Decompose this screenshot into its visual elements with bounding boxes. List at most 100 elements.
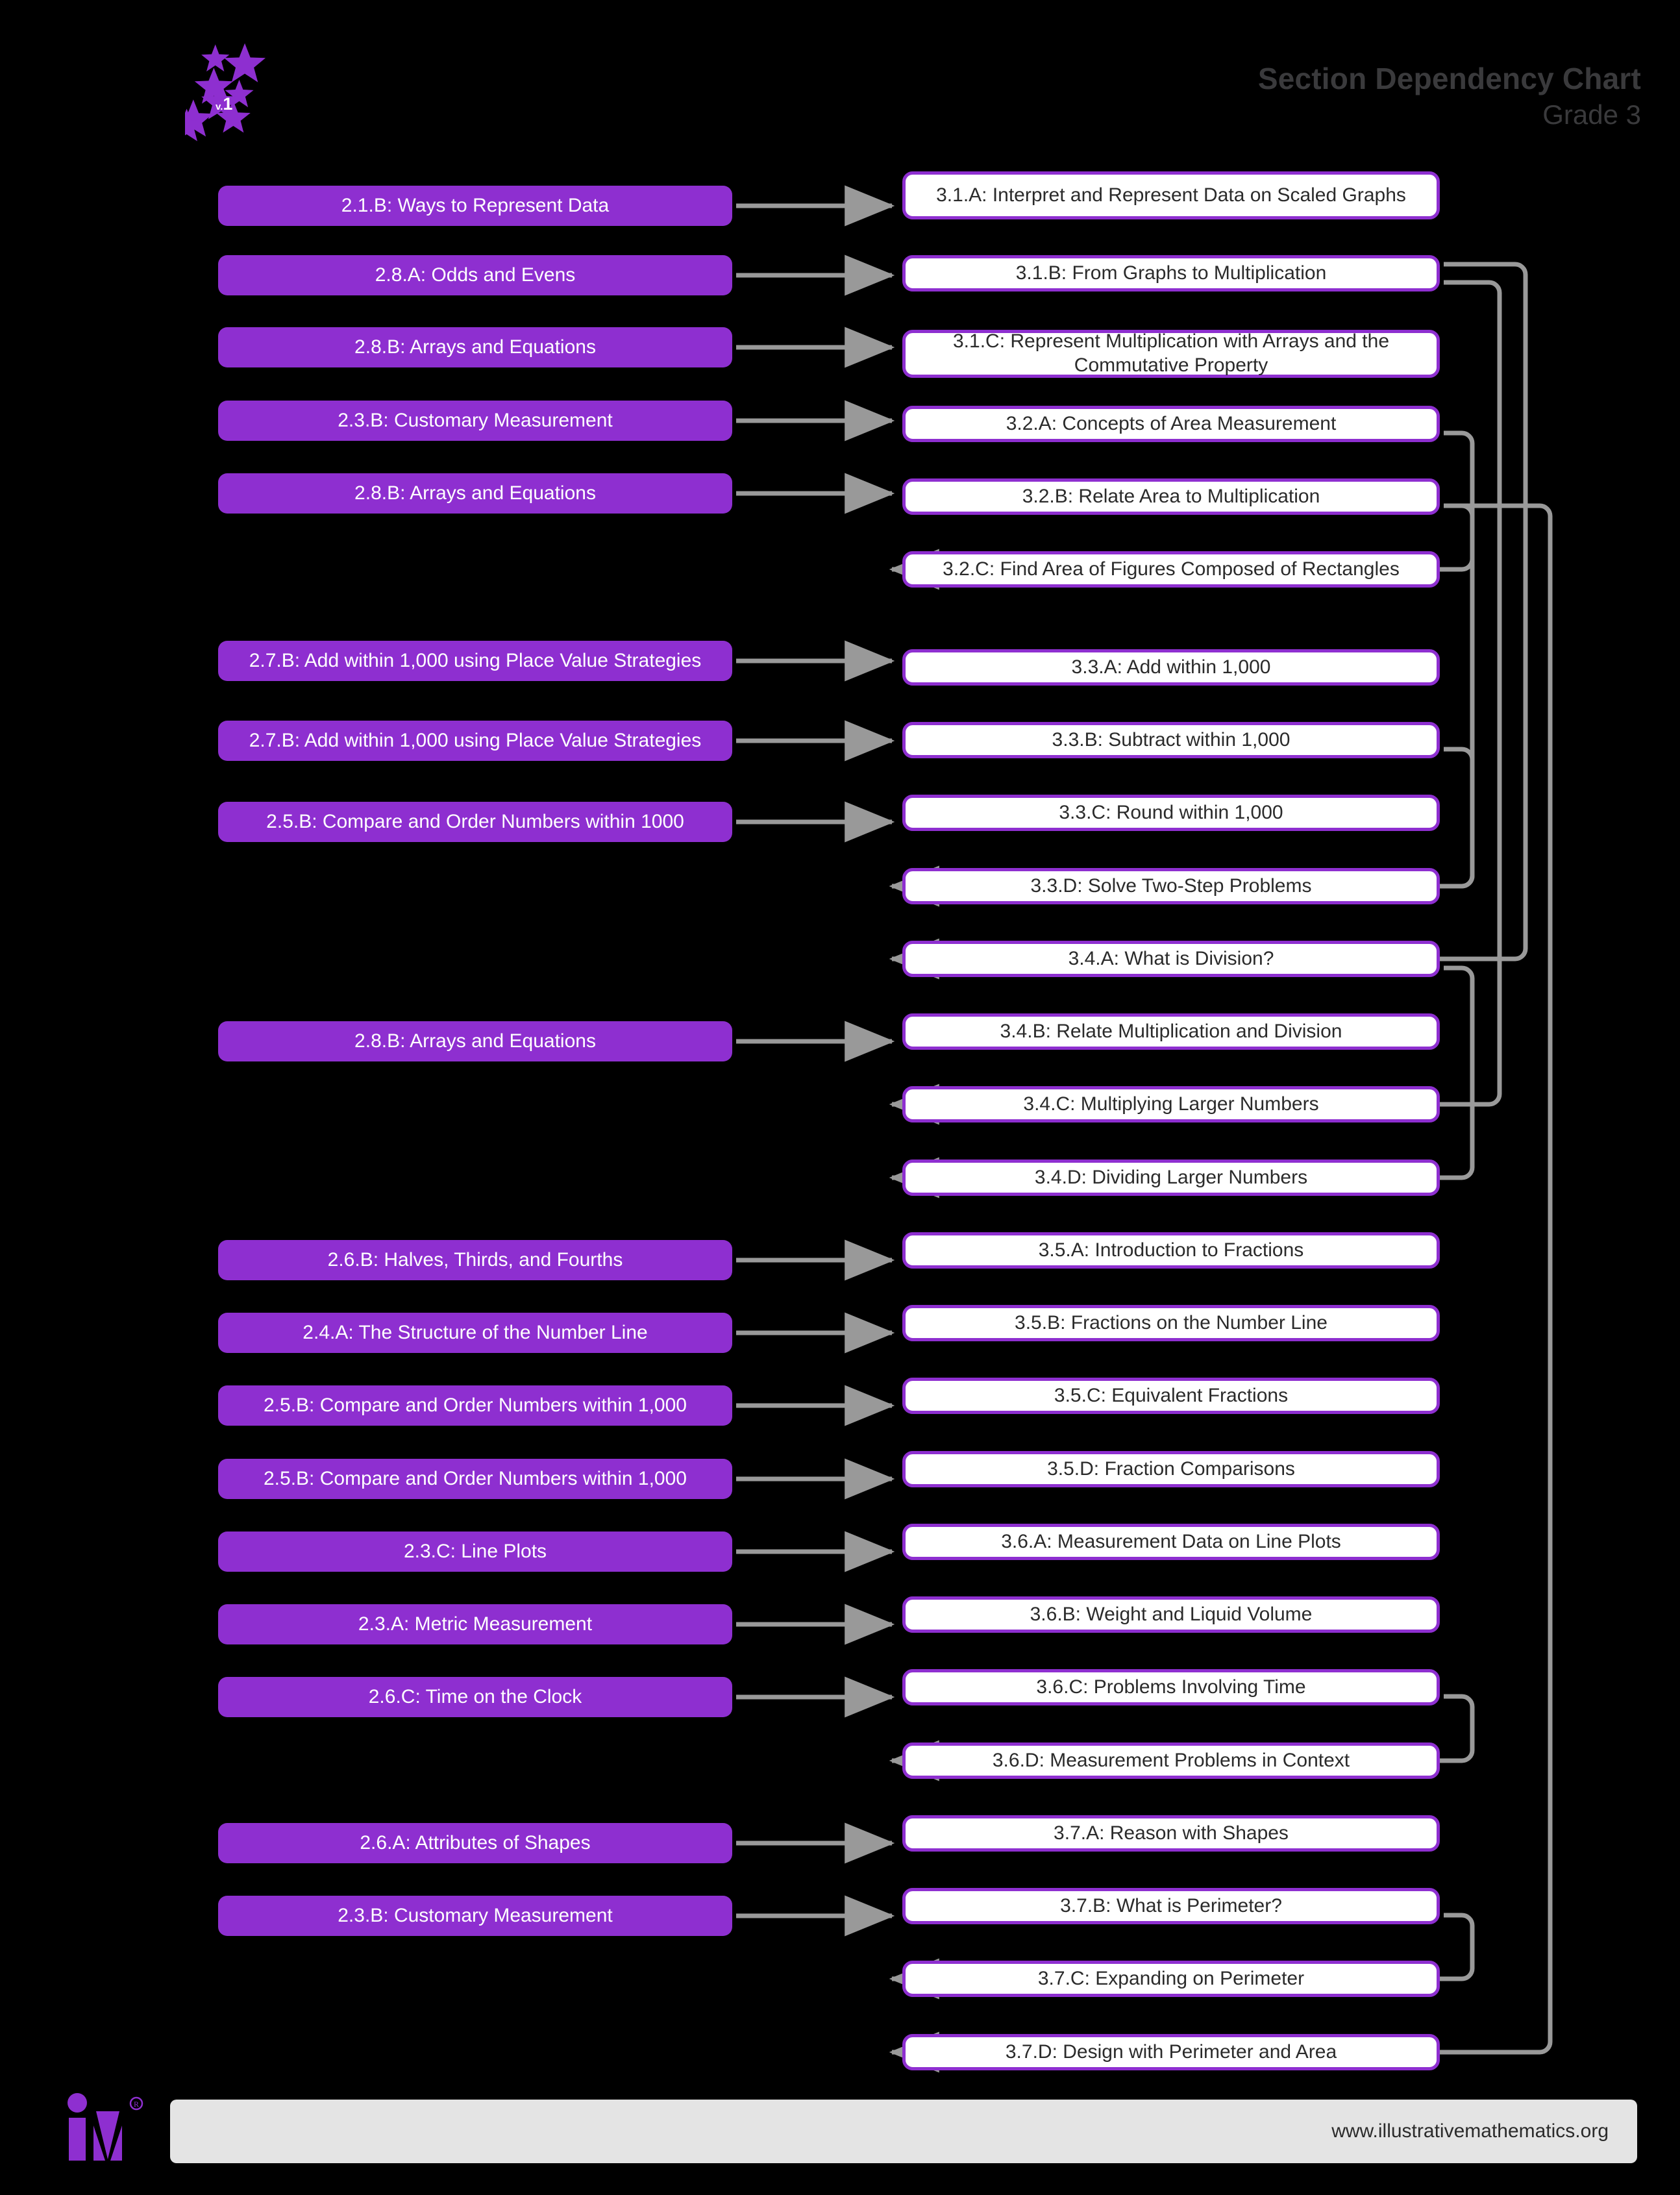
node-label: 2.5.B: Compare and Order Numbers within … <box>264 1394 687 1416</box>
website-url: www.illustrativemathematics.org <box>1331 2120 1609 2142</box>
target-node[interactable]: 3.3.A: Add within 1,000 <box>902 649 1440 686</box>
target-node[interactable]: 3.4.A: What is Division? <box>902 941 1440 977</box>
node-label: 2.3.A: Metric Measurement <box>358 1613 593 1635</box>
node-label: 2.6.C: Time on the Clock <box>368 1685 582 1707</box>
page-title: Section Dependency Chart <box>1257 62 1641 95</box>
node-label: 2.3.C: Line Plots <box>403 1540 547 1562</box>
target-node[interactable]: 3.3.B: Subtract within 1,000 <box>902 722 1440 758</box>
node-label: 3.3.B: Subtract within 1,000 <box>1052 728 1291 750</box>
node-label: 3.4.B: Relate Multiplication and Divisio… <box>1000 1020 1342 1042</box>
node-label: 3.7.B: What is Perimeter? <box>1060 1894 1282 1916</box>
target-node[interactable]: 3.7.D: Design with Perimeter and Area <box>902 2034 1440 2070</box>
prerequisite-node[interactable]: 2.6.A: Attributes of Shapes <box>218 1823 732 1863</box>
node-label: 2.1.B: Ways to Represent Data <box>341 194 610 216</box>
target-node[interactable]: 3.1.A: Interpret and Represent Data on S… <box>902 171 1440 219</box>
node-label: 3.3.D: Solve Two-Step Problems <box>1030 874 1312 897</box>
target-node[interactable]: 3.3.C: Round within 1,000 <box>902 795 1440 831</box>
prerequisite-node[interactable]: 2.7.B: Add within 1,000 using Place Valu… <box>218 641 732 681</box>
prerequisite-node[interactable]: 2.7.B: Add within 1,000 using Place Valu… <box>218 721 732 761</box>
prerequisite-node[interactable]: 2.6.C: Time on the Clock <box>218 1677 732 1717</box>
node-label: 3.5.C: Equivalent Fractions <box>1054 1384 1289 1406</box>
target-node[interactable]: 3.2.B: Relate Area to Multiplication <box>902 478 1440 515</box>
prerequisite-node[interactable]: 2.3.C: Line Plots <box>218 1532 732 1572</box>
star-cluster-logo: v.1 <box>185 39 315 156</box>
node-label: 3.5.A: Introduction to Fractions <box>1038 1239 1304 1261</box>
node-label: 2.5.B: Compare and Order Numbers within … <box>264 1467 687 1489</box>
node-label: 2.3.B: Customary Measurement <box>338 1904 613 1926</box>
target-node[interactable]: 3.2.C: Find Area of Figures Composed of … <box>902 551 1440 588</box>
prerequisite-node[interactable]: 2.8.B: Arrays and Equations <box>218 327 732 367</box>
node-label: 3.5.D: Fraction Comparisons <box>1047 1457 1295 1480</box>
node-label: 3.3.A: Add within 1,000 <box>1071 656 1271 678</box>
footer-bar: www.illustrativemathematics.org <box>170 2100 1637 2163</box>
target-node[interactable]: 3.1.B: From Graphs to Multiplication <box>902 255 1440 291</box>
node-label: 3.4.A: What is Division? <box>1068 947 1274 969</box>
target-node[interactable]: 3.2.A: Concepts of Area Measurement <box>902 406 1440 442</box>
node-label: 3.2.A: Concepts of Area Measurement <box>1006 412 1337 434</box>
node-label: 3.6.D: Measurement Problems in Context <box>992 1749 1350 1771</box>
connector-arrow <box>889 965 1475 1198</box>
node-label: 2.8.B: Arrays and Equations <box>354 482 596 504</box>
prerequisite-node[interactable]: 2.4.A: The Structure of the Number Line <box>218 1313 732 1353</box>
target-node[interactable]: 3.5.C: Equivalent Fractions <box>902 1378 1440 1414</box>
target-node[interactable]: 3.4.C: Multiplying Larger Numbers <box>902 1086 1440 1122</box>
node-label: 3.6.B: Weight and Liquid Volume <box>1030 1603 1313 1625</box>
prerequisite-node[interactable]: 2.8.B: Arrays and Equations <box>218 473 732 514</box>
version-prefix: v. <box>216 101 223 112</box>
prerequisite-node[interactable]: 2.5.B: Compare and Order Numbers within … <box>218 1385 732 1426</box>
node-label: 2.5.B: Compare and Order Numbers within … <box>266 810 684 832</box>
target-node[interactable]: 3.7.C: Expanding on Perimeter <box>902 1961 1440 1997</box>
prerequisite-node[interactable]: 2.1.B: Ways to Represent Data <box>218 186 732 226</box>
node-label: 3.1.C: Represent Multiplication with Arr… <box>953 330 1389 376</box>
node-label: 2.7.B: Add within 1,000 using Place Valu… <box>249 649 702 671</box>
node-label: 3.4.C: Multiplying Larger Numbers <box>1023 1093 1319 1115</box>
node-label: 3.6.A: Measurement Data on Line Plots <box>1001 1530 1341 1552</box>
node-label: 3.2.B: Relate Area to Multiplication <box>1022 485 1320 507</box>
node-label: 3.7.D: Design with Perimeter and Area <box>1005 2040 1337 2063</box>
target-node[interactable]: 3.1.C: Represent Multiplication with Arr… <box>902 330 1440 378</box>
prerequisite-node[interactable]: 2.3.B: Customary Measurement <box>218 1896 732 1936</box>
target-node[interactable]: 3.5.B: Fractions on the Number Line <box>902 1305 1440 1341</box>
node-label: 2.3.B: Customary Measurement <box>338 409 613 431</box>
target-node[interactable]: 3.7.A: Reason with Shapes <box>902 1815 1440 1852</box>
node-label: 3.3.C: Round within 1,000 <box>1059 801 1283 823</box>
node-label: 2.4.A: The Structure of the Number Line <box>303 1321 648 1343</box>
node-label: 2.8.B: Arrays and Equations <box>354 336 596 358</box>
prerequisite-node[interactable]: 2.6.B: Halves, Thirds, and Fourths <box>218 1240 732 1280</box>
node-label: 2.7.B: Add within 1,000 using Place Valu… <box>249 729 702 751</box>
node-label: 3.6.C: Problems Involving Time <box>1036 1676 1306 1698</box>
prerequisite-node[interactable]: 2.8.A: Odds and Evens <box>218 255 732 295</box>
chart-header: Section Dependency Chart Grade 3 <box>1258 62 1641 131</box>
target-node[interactable]: 3.4.D: Dividing Larger Numbers <box>902 1160 1440 1196</box>
node-label: 2.8.B: Arrays and Equations <box>354 1030 596 1052</box>
target-node[interactable]: 3.6.B: Weight and Liquid Volume <box>902 1596 1440 1633</box>
node-label: 3.1.A: Interpret and Represent Data on S… <box>936 184 1406 206</box>
version-label: v.1 <box>216 94 232 114</box>
target-node[interactable]: 3.3.D: Solve Two-Step Problems <box>902 868 1440 904</box>
node-label: 3.7.A: Reason with Shapes <box>1054 1822 1289 1844</box>
page-subtitle: Grade 3 <box>1542 99 1641 130</box>
target-node[interactable]: 3.6.C: Problems Involving Time <box>902 1669 1440 1705</box>
illustrative-mathematics-logo: R <box>65 2092 148 2163</box>
node-label: 3.2.C: Find Area of Figures Composed of … <box>943 558 1400 580</box>
prerequisite-node[interactable]: 2.8.B: Arrays and Equations <box>218 1021 732 1061</box>
node-label: 3.1.B: From Graphs to Multiplication <box>1015 262 1327 284</box>
target-node[interactable]: 3.6.A: Measurement Data on Line Plots <box>902 1524 1440 1560</box>
target-node[interactable]: 3.5.A: Introduction to Fractions <box>902 1232 1440 1269</box>
target-node[interactable]: 3.6.D: Measurement Problems in Context <box>902 1742 1440 1779</box>
node-label: 2.6.A: Attributes of Shapes <box>360 1831 591 1854</box>
svg-text:R: R <box>134 2100 139 2109</box>
node-label: 2.8.A: Odds and Evens <box>375 264 576 286</box>
prerequisite-node[interactable]: 2.5.B: Compare and Order Numbers within … <box>218 1459 732 1499</box>
node-label: 3.5.B: Fractions on the Number Line <box>1015 1311 1328 1333</box>
target-node[interactable]: 3.7.B: What is Perimeter? <box>902 1888 1440 1924</box>
node-label: 2.6.B: Halves, Thirds, and Fourths <box>327 1248 623 1271</box>
prerequisite-node[interactable]: 2.3.A: Metric Measurement <box>218 1604 732 1644</box>
target-node[interactable]: 3.4.B: Relate Multiplication and Divisio… <box>902 1013 1440 1050</box>
prerequisite-node[interactable]: 2.5.B: Compare and Order Numbers within … <box>218 802 732 842</box>
prerequisite-node[interactable]: 2.3.B: Customary Measurement <box>218 401 732 441</box>
node-label: 3.7.C: Expanding on Perimeter <box>1037 1967 1305 1989</box>
target-node[interactable]: 3.5.D: Fraction Comparisons <box>902 1451 1440 1487</box>
version-number: 1 <box>223 94 233 114</box>
